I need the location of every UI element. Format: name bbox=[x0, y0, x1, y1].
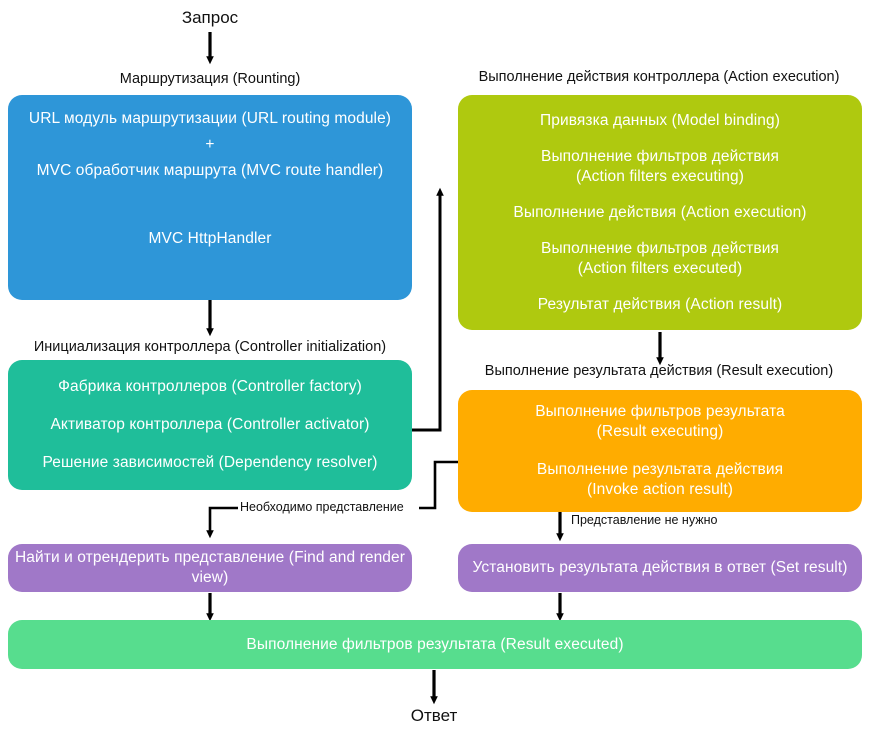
set-result-box[interactable]: Установить результата действия в ответ (… bbox=[458, 544, 862, 592]
entry-label-request: Запрос bbox=[181, 8, 239, 27]
action-execution-box[interactable]: Привязка данных (Model binding) Выполнен… bbox=[458, 95, 862, 330]
controller-init-line-3: Решение зависимостей (Dependency resolve… bbox=[42, 454, 378, 471]
connector-view-needed-line-left bbox=[206, 506, 238, 539]
routing-box[interactable]: URL модуль маршрутизации (URL routing mo… bbox=[8, 95, 412, 300]
controller-initialization-box[interactable]: Фабрика контроллеров (Controller factory… bbox=[8, 360, 412, 490]
exit-label-response: Ответ bbox=[410, 706, 458, 725]
routing-line-3: MVC HttpHandler bbox=[148, 230, 272, 247]
result-execution-box[interactable]: Выполнение фильтров результата (Result e… bbox=[458, 390, 862, 512]
action-execution-line-1: Привязка данных (Model binding) bbox=[540, 111, 780, 129]
result-execution-line-2: Выполнение результата действия (Invoke a… bbox=[536, 461, 784, 498]
caption-result-execution: Выполнение результата действия (Result e… bbox=[484, 363, 834, 379]
action-execution-line-3: Выполнение действия (Action execution) bbox=[513, 203, 807, 221]
controller-init-line-2: Активатор контроллера (Controller activa… bbox=[50, 416, 370, 433]
set-result-label: Установить результата действия в ответ (… bbox=[472, 559, 848, 576]
routing-line-1: URL модуль маршрутизации (URL routing mo… bbox=[28, 110, 392, 127]
action-execution-line-4: Выполнение фильтров действия (Action fil… bbox=[541, 239, 779, 277]
find-and-render-view-label: Найти и отрендерить представление (Find … bbox=[14, 549, 406, 586]
routing-line-2: MVC обработчик маршрута (MVC route handl… bbox=[36, 162, 384, 179]
controller-init-line-1: Фабрика контроллеров (Controller factory… bbox=[58, 378, 362, 395]
connector-label-view-not-needed: Представление не нужно bbox=[571, 513, 718, 527]
result-executed-label: Выполнение фильтров результата (Result e… bbox=[246, 635, 624, 653]
routing-line-plus: + bbox=[205, 136, 215, 153]
caption-action-execution: Выполнение действия контроллера (Action … bbox=[478, 69, 840, 85]
connector-label-view-needed: Необходимо представление bbox=[240, 500, 404, 514]
action-execution-line-2: Выполнение фильтров действия (Action fil… bbox=[541, 147, 779, 185]
find-and-render-view-box[interactable]: Найти и отрендерить представление (Find … bbox=[8, 544, 412, 592]
result-executed-box[interactable]: Выполнение фильтров результата (Result e… bbox=[8, 620, 862, 669]
connector-result-execution-to-find-render-view bbox=[419, 460, 458, 510]
result-execution-line-1: Выполнение фильтров результата (Result e… bbox=[535, 403, 785, 440]
caption-controller-initialization: Инициализация контроллера (Controller in… bbox=[33, 339, 387, 355]
caption-routing: Маршрутизация (Rounting) bbox=[119, 71, 301, 87]
action-execution-line-5: Результат действия (Action result) bbox=[537, 295, 783, 313]
arrow-controller-init-to-action-execution bbox=[412, 187, 444, 432]
